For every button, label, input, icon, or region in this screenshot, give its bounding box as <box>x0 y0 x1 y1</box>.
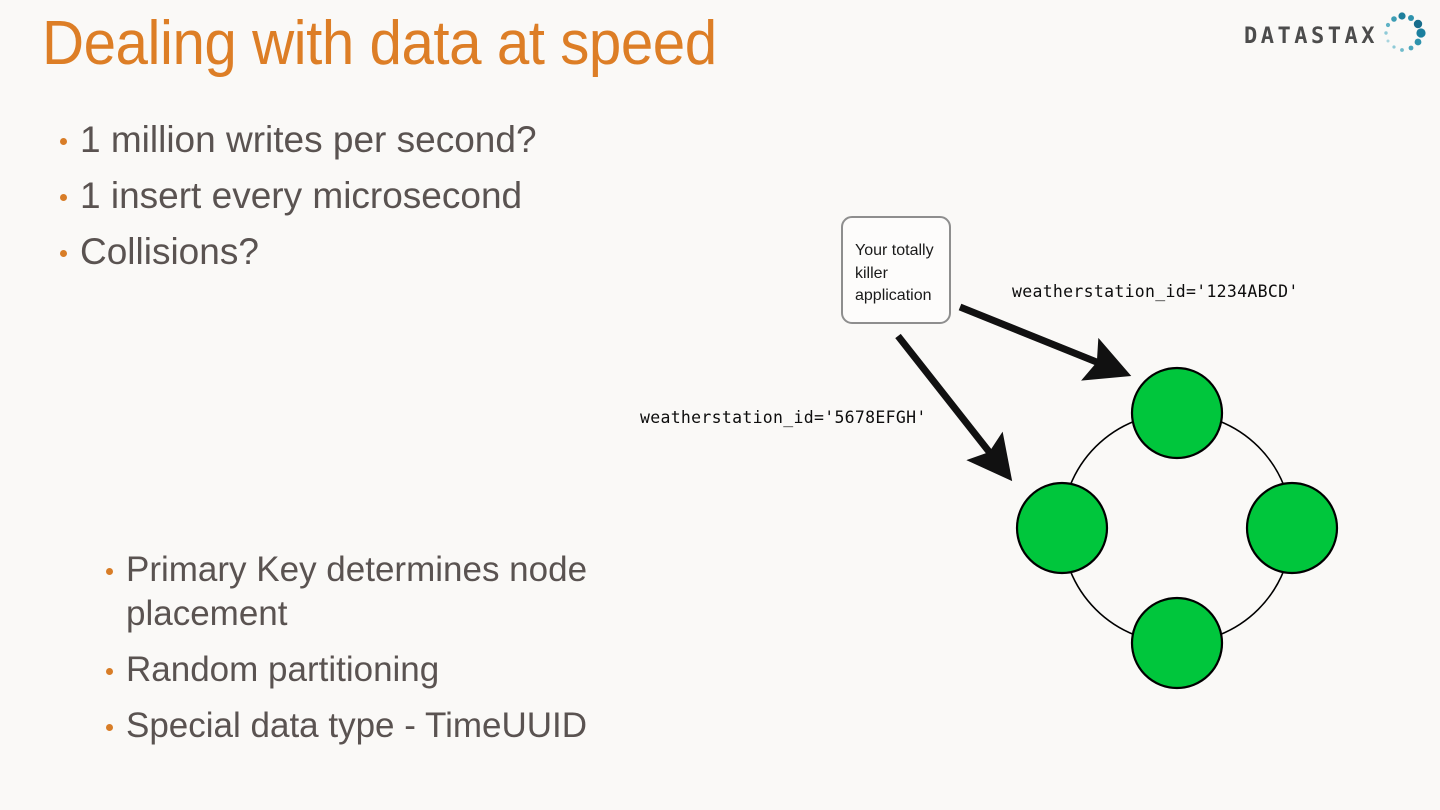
list-item: Special data type - TimeUUID <box>98 704 698 748</box>
application-box: Your totally killer application <box>841 216 951 324</box>
arrow-group <box>895 303 1132 482</box>
list-item: Primary Key determines node placement <box>98 548 698 636</box>
datastax-logo: DATASTAX <box>1230 10 1430 60</box>
ring-diagram: Your totally killer application weathers… <box>600 190 1400 710</box>
logo-dots-icon <box>1384 12 1426 52</box>
list-item: 1 insert every microsecond <box>52 168 537 224</box>
arrow-to-north-node <box>958 303 1132 381</box>
ring-node-east <box>1245 481 1339 575</box>
list-item: Collisions? <box>52 224 537 280</box>
application-box-label: Your totally killer application <box>855 242 934 304</box>
cassandra-ring-graphic <box>1015 366 1339 690</box>
edge-label-5678efgh: weatherstation_id='5678EFGH' <box>640 408 927 427</box>
logo-wordmark: DATASTAX <box>1244 24 1378 49</box>
bullet-list-bottom: Primary Key determines node placement Ra… <box>98 548 698 760</box>
list-item: Random partitioning <box>98 648 698 692</box>
arrow-to-west-node <box>895 333 1013 482</box>
ring-node-west <box>1015 481 1109 575</box>
bullet-list-top: 1 million writes per second? 1 insert ev… <box>52 112 537 280</box>
ring-node-north <box>1130 366 1224 460</box>
list-item: 1 million writes per second? <box>52 112 537 168</box>
page-title: Dealing with data at speed <box>42 9 717 78</box>
ring-node-south <box>1130 596 1224 690</box>
edge-label-1234abcd: weatherstation_id='1234ABCD' <box>1012 282 1299 301</box>
